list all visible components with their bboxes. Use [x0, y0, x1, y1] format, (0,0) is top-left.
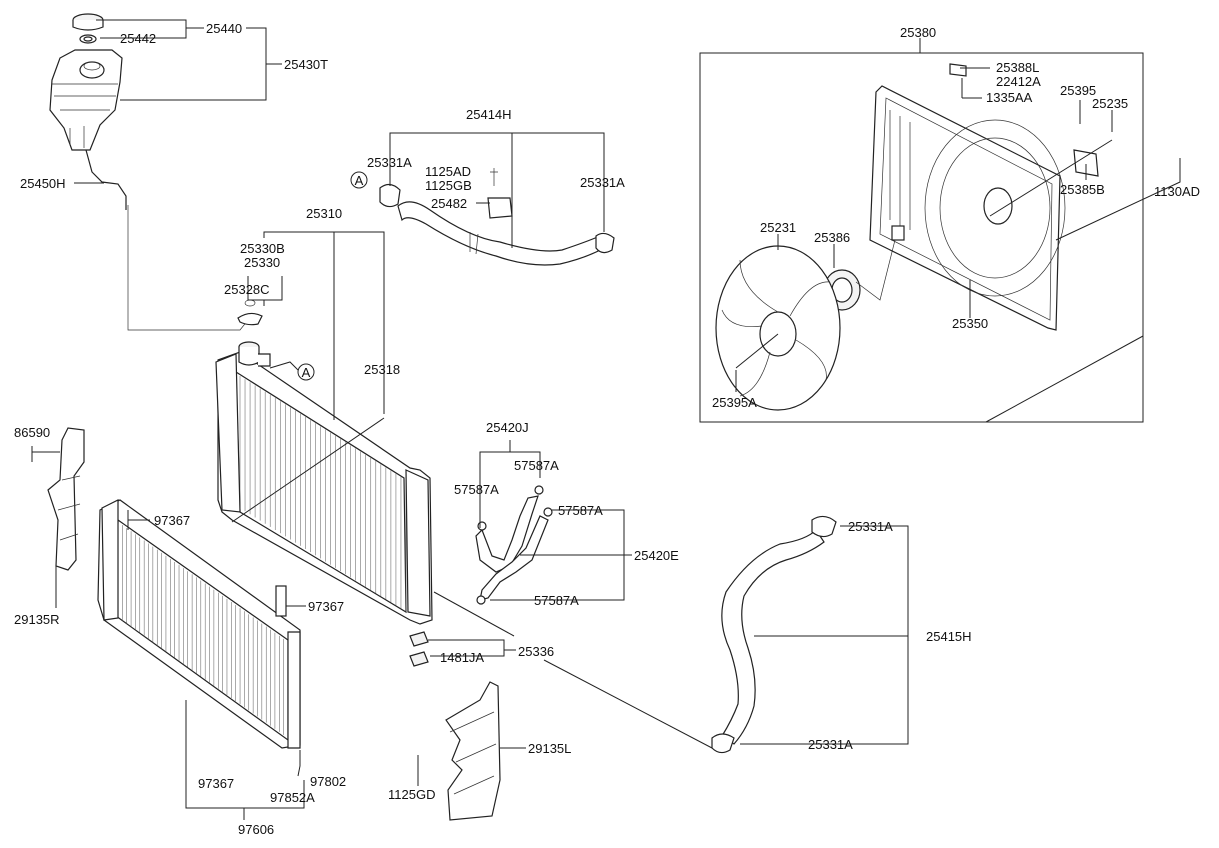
label-97852A: 97852A — [270, 790, 315, 805]
label-25415H: 25415H — [926, 629, 972, 644]
label-25330B: 25330B — [240, 241, 285, 256]
label-97802: 97802 — [310, 774, 346, 789]
fan-blade — [715, 245, 841, 411]
label-25231: 25231 — [760, 220, 796, 235]
label-25395A: 25395A — [712, 395, 757, 410]
label-25235: 25235 — [1092, 96, 1128, 111]
callout-a-upper-text: A — [355, 173, 364, 188]
label-29135L: 29135L — [528, 741, 571, 756]
label-25420E: 25420E — [634, 548, 679, 563]
hose-clamp-lower-bottom — [711, 733, 735, 754]
label-1335AA: 1335AA — [986, 90, 1033, 105]
label-25310: 25310 — [306, 206, 342, 221]
radiator — [215, 351, 433, 625]
label-29135R: 29135R — [14, 612, 60, 627]
air-guard-left — [445, 681, 501, 821]
mount-insulators — [409, 631, 429, 667]
hose-bracket — [487, 168, 513, 219]
hose-clamp-upper-left — [379, 183, 401, 208]
label-57587A-3: 57587A — [558, 503, 603, 518]
fan-shroud — [869, 85, 1061, 331]
callout-a-radiator-text: A — [302, 365, 311, 380]
label-1125AD: 1125AD — [425, 164, 471, 179]
oil-cooler-hoses — [475, 495, 549, 601]
label-22412A: 22412A — [996, 74, 1041, 89]
callout-a-upper: A — [350, 171, 368, 189]
label-25331A-lower-bottom: 25331A — [808, 737, 853, 752]
radiator-cap-gasket — [237, 299, 263, 326]
callout-a-radiator: A — [297, 363, 315, 381]
label-57587A-4: 57587A — [534, 593, 579, 608]
label-25482: 25482 — [431, 196, 467, 211]
label-25330: 25330 — [244, 255, 280, 270]
radiator-filler-neck — [238, 341, 271, 367]
label-25331A-upper-right: 25331A — [580, 175, 625, 190]
reservoir-cap — [72, 13, 104, 31]
label-97367-top: 97367 — [154, 513, 190, 528]
label-25442: 25442 — [120, 31, 156, 46]
cap-seal — [79, 34, 97, 44]
label-25318: 25318 — [364, 362, 400, 377]
label-25331A-upper-left: 25331A — [367, 155, 412, 170]
label-25336: 25336 — [518, 644, 554, 659]
hose-clamp-upper-right — [595, 232, 615, 254]
part-labels: 25440 25442 25430T 25450H 25414H 25331A … — [14, 21, 1200, 837]
label-25430T: 25430T — [284, 57, 328, 72]
fan-motor — [823, 225, 905, 311]
label-97606: 97606 — [238, 822, 274, 837]
label-57587A-2: 57587A — [454, 482, 499, 497]
label-86590: 86590 — [14, 425, 50, 440]
label-97367-bottom: 97367 — [198, 776, 234, 791]
label-25420J: 25420J — [486, 420, 529, 435]
label-25414H: 25414H — [466, 107, 512, 122]
label-57587A-1: 57587A — [514, 458, 559, 473]
fan-assembly-frame — [699, 52, 1144, 423]
label-1125GD: 1125GD — [388, 787, 435, 802]
label-1481JA: 1481JA — [440, 650, 484, 665]
label-25450H: 25450H — [20, 176, 66, 191]
fan-resistor — [1073, 149, 1099, 177]
label-25380: 25380 — [900, 25, 936, 40]
label-25328C: 25328C — [224, 282, 270, 297]
label-25386: 25386 — [814, 230, 850, 245]
label-25385B: 25385B — [1060, 182, 1105, 197]
overflow-hose — [85, 149, 249, 331]
lower-radiator-hose — [721, 529, 825, 745]
air-guard-right — [47, 427, 85, 571]
label-1130AD: 1130AD — [1154, 184, 1200, 199]
label-25395: 25395 — [1060, 83, 1096, 98]
condenser — [97, 499, 301, 749]
hose-clamp-lower-top — [811, 515, 837, 538]
label-25388L: 25388L — [996, 60, 1039, 75]
leader-lines — [31, 19, 1181, 820]
label-1125GB: 1125GB — [425, 178, 472, 193]
coolant-reservoir-tank — [49, 49, 123, 151]
label-25350: 25350 — [952, 316, 988, 331]
label-97367-mid: 97367 — [308, 599, 344, 614]
label-25331A-lower-top: 25331A — [848, 519, 893, 534]
label-25440: 25440 — [206, 21, 242, 36]
fan-label-plate — [949, 63, 967, 77]
